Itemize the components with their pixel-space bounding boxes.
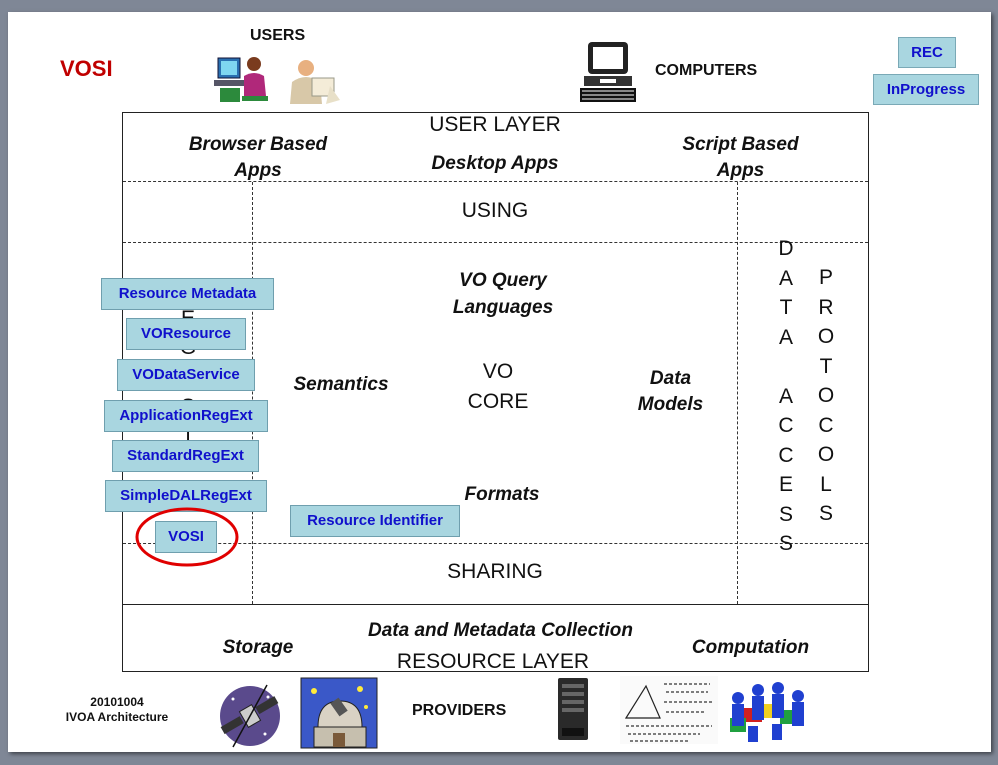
data-access-letter: D [778,237,794,260]
storage-label: Storage [222,637,294,658]
using-label: USING [461,199,529,222]
using-bottom-divider [123,242,868,243]
browser-apps-label: Browser Based Apps [188,134,328,181]
people-puzzle-icon [730,682,804,742]
protocols-letter: O [817,443,835,466]
collection-label: Data and Metadata Collection [368,620,633,641]
computation-label: Computation [691,637,810,658]
script-apps-label: Script Based Apps [682,134,799,181]
protocols-letter: T [819,354,833,378]
data-access-letter [774,352,798,382]
protocols-letter: P [818,266,833,289]
data-access-letter: T [779,296,793,319]
computers-label: COMPUTERS [655,62,758,79]
protocols-letter: O [817,325,835,348]
standard-tag: VODataService [117,359,255,391]
standard-tag: ApplicationRegExt [104,400,268,432]
vosi-tag: VOSI [155,521,217,553]
legend-in-progress: InProgress [873,74,979,105]
protocols-letter: L [820,472,832,496]
user-reading-icon [290,60,340,104]
footer-title: IVOA Architecture [65,710,169,724]
data-access-letter: C [778,414,794,437]
protocols-letter: S [818,502,833,525]
protocols-letter: O [817,384,835,407]
semantics-label: Semantics [293,374,389,395]
providers-label: PROVIDERS [412,702,507,719]
math-notes-icon [620,676,718,744]
data-access-letter: A [778,266,793,290]
formats-label: Formats [464,484,540,505]
query-languages-label: VO Query Languages [452,270,554,318]
vosi-highlight-circle [135,507,239,567]
resource-layer-title: RESOURCE LAYER [396,650,590,673]
sharing-top-divider [123,543,868,544]
data-access-letter: S [778,502,793,526]
footer-caption: 20101004 IVOA Architecture [52,695,182,725]
user-at-computer-icon [214,57,268,102]
using-top-divider [123,181,868,182]
core-label: CORE [467,390,529,413]
sharing-label: SHARING [447,560,543,583]
satellite-icon [220,684,280,748]
server-icon [558,678,588,740]
data-access-letter: C [778,443,794,467]
slide: VOSI USERS COMPUTERS REC InProgress USER… [8,12,991,752]
data-access-letter: S [778,532,793,555]
users-label: USERS [250,27,306,44]
registry-column-divider [252,182,253,604]
data-access-column-divider [737,182,738,604]
standard-tag: Resource Metadata [101,278,274,310]
standard-tag: SimpleDALRegExt [105,480,267,512]
protocols-letter: C [818,413,834,437]
data-access-letter: A [778,325,793,349]
data-access-letter: E [778,473,793,496]
vo-label: VO [482,360,514,383]
data-access-letter: A [778,384,793,408]
architecture-frame [122,112,869,672]
observatory-icon [300,677,378,749]
footer-date: 20101004 [90,695,144,709]
data-models-label: Data Models [637,368,704,415]
protocols-vertical-label: P R O T O C O L S [814,263,838,529]
protocols-letter: R [818,295,834,319]
data-access-vertical-label: D A T A A C C E S S [774,234,798,559]
standard-tag: Resource Identifier [290,505,460,537]
page-title: VOSI [60,56,113,81]
standard-tag: VOResource [126,318,246,350]
resource-layer-divider [123,604,868,605]
desktop-apps-label: Desktop Apps [431,153,559,174]
user-layer-title: USER LAYER [429,113,561,136]
standard-tag: StandardRegExt [112,440,259,472]
computer-icon [580,42,636,102]
legend-rec: REC [898,37,956,68]
